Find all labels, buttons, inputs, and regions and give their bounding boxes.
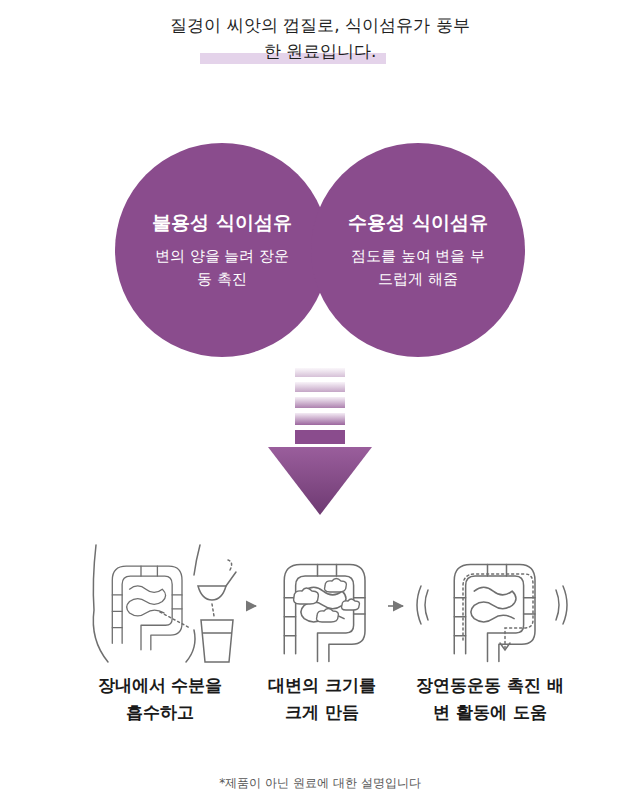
step-label: 장연동운동 촉진 배변 활동에 도움 xyxy=(410,672,570,726)
process-step: 장내에서 수분을 흡수하고 xyxy=(74,540,246,726)
circle-heading: 수용성 식이섬유 xyxy=(348,209,488,235)
title: 질경이 씨앗의 껍질로, 식이섬유가 풍부한 원료입니다. xyxy=(170,12,470,64)
step-label: 장내에서 수분을 흡수하고 xyxy=(93,672,228,726)
fiber-circle: 수용성 식이섬유점도를 높여 변을 부드럽게 해줌 xyxy=(311,143,525,357)
caption: *제품이 아닌 원료에 대한 설명입니다 xyxy=(20,775,620,792)
circle-fill xyxy=(311,143,525,357)
flow-arrow xyxy=(248,605,256,607)
circle-heading: 불용성 식이섬유 xyxy=(152,209,292,235)
circle-body: 변의 양을 늘려 장운동 촉진 xyxy=(152,245,292,291)
stool-illustration xyxy=(284,565,365,662)
circle-fill xyxy=(115,143,329,357)
process-step: 장연동운동 촉진 배변 활동에 도움 xyxy=(405,540,575,726)
motion-illustration xyxy=(417,565,567,662)
fiber-circle: 불용성 식이섬유변의 양을 늘려 장운동 촉진 xyxy=(115,143,329,357)
down-arrow xyxy=(268,368,372,515)
flow-arrow xyxy=(388,605,403,607)
step-label: 대변의 크기를 크게 만듬 xyxy=(263,672,381,726)
process-step: 대변의 크기를 크게 만듬 xyxy=(258,540,386,726)
circle-body: 점도를 높여 변을 부드럽게 해줌 xyxy=(348,245,488,291)
body-illustration xyxy=(93,545,236,662)
